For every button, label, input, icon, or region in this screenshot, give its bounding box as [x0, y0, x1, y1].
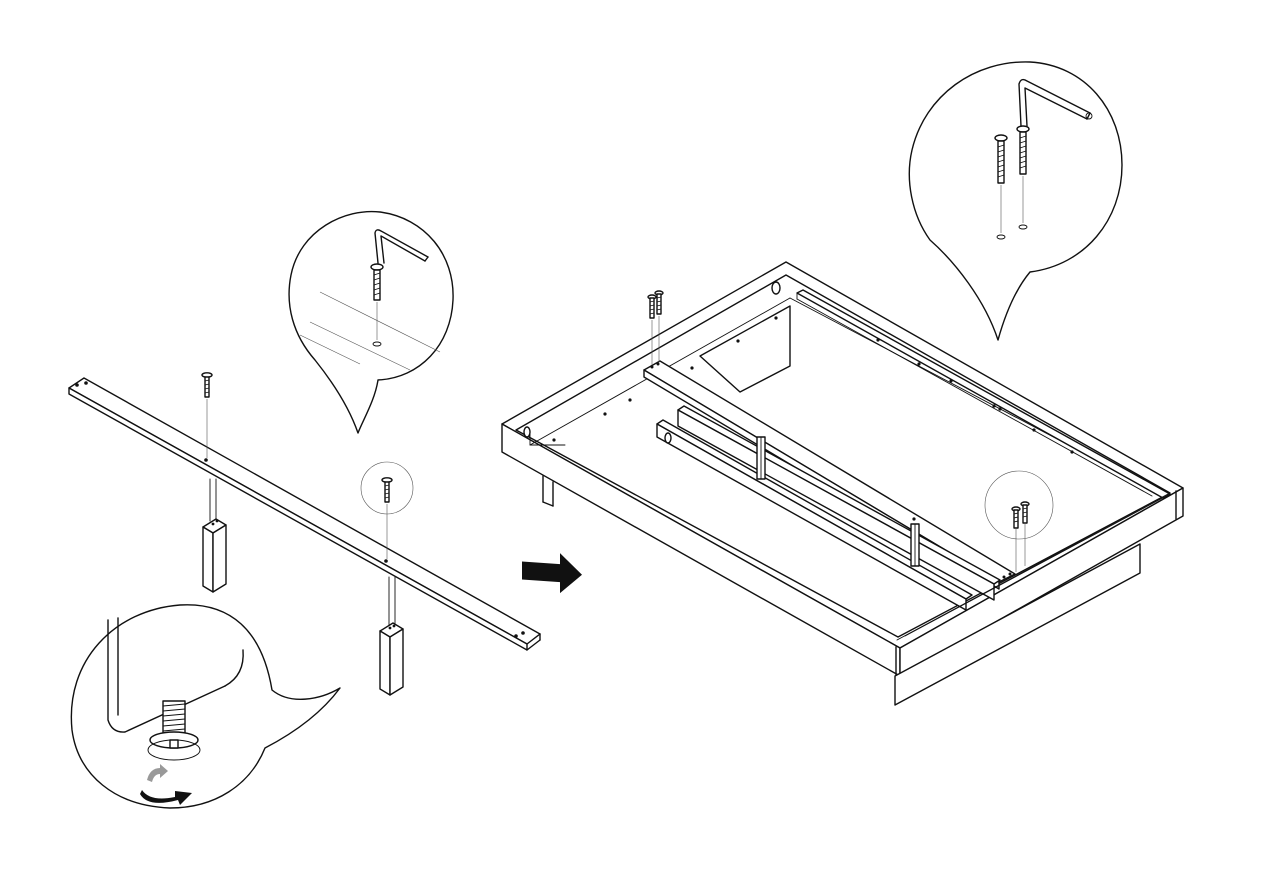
screw-icon [1017, 126, 1029, 229]
support-leg-2 [380, 577, 403, 695]
center-rail-assembly [69, 373, 540, 695]
screw-detail-callout [289, 212, 453, 433]
screw-icon [371, 264, 383, 346]
support-leg-in-frame-2 [911, 524, 919, 566]
adjust-foot-detail-callout [71, 605, 340, 808]
allen-key-icon [1019, 80, 1092, 126]
frame-screw-detail-callout [909, 62, 1122, 340]
rotate-arrow-icon [140, 764, 192, 805]
bed-frame-assembly [502, 262, 1183, 705]
screw-icon [995, 135, 1007, 239]
support-leg-in-frame-1 [757, 437, 765, 479]
allen-key-icon [375, 230, 428, 263]
support-leg-1 [203, 479, 226, 592]
center-rail [69, 378, 540, 650]
next-step-arrow-icon [522, 551, 582, 595]
leveling-foot-icon [148, 701, 200, 760]
screw-icon [382, 478, 392, 502]
